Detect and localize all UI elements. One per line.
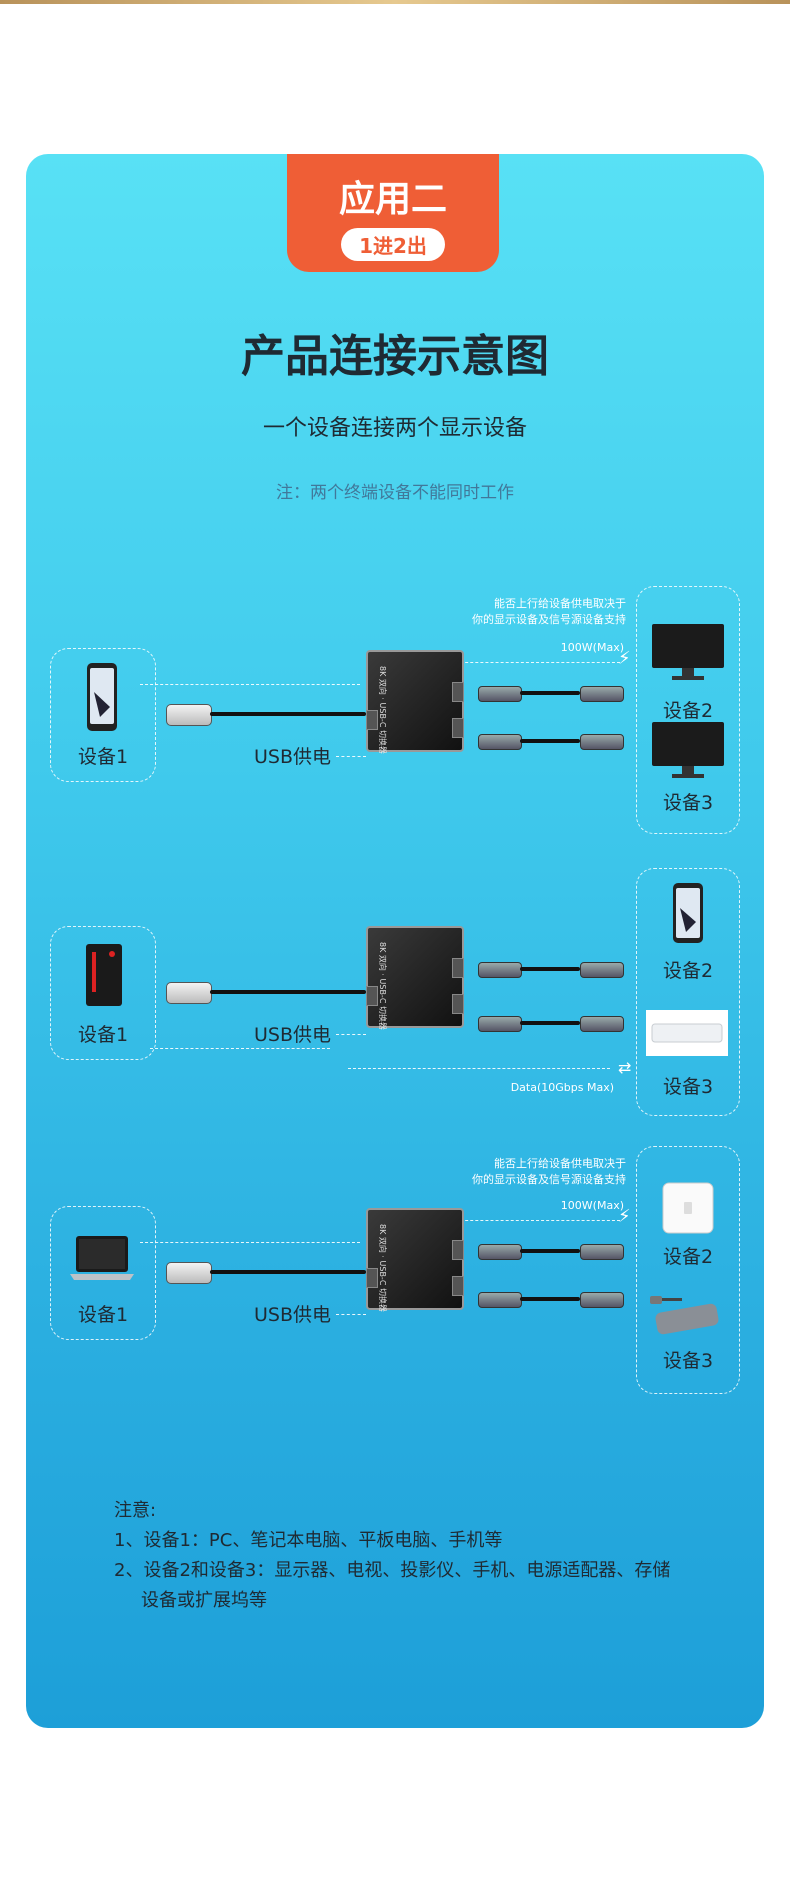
lightning-icon: ⚡ (618, 648, 631, 669)
output-jack-d (580, 734, 624, 750)
device3-label: 设备3 (662, 1350, 714, 1372)
output-jack-a (478, 1244, 522, 1260)
device1-box (50, 926, 156, 1060)
usb-power-label: USB供电 (254, 1304, 332, 1326)
output-cable-a (520, 1249, 580, 1253)
switch-hub: 8K 双向 · USB-C 切换器 (366, 650, 464, 754)
usb-cable (210, 712, 366, 716)
usb-power-label: USB供电 (254, 1024, 332, 1046)
pc-tower-icon (84, 942, 124, 1012)
device2-label: 设备2 (662, 700, 714, 722)
data-flow-arrow (348, 1068, 610, 1069)
application-tab: 应用二 1进2出 (287, 154, 499, 272)
phone-icon (86, 662, 118, 736)
output-jack-c (478, 734, 522, 750)
output-jack-d (580, 1292, 624, 1308)
power-flow-arrow (450, 662, 620, 663)
devices-2-3-box (636, 586, 740, 834)
devices-2-3-box (636, 868, 740, 1116)
storage-drive-icon (646, 1010, 728, 1060)
power-flow-arrow (450, 1220, 620, 1221)
device1-label: 设备1 (77, 1304, 129, 1326)
output-jack-b (580, 1244, 624, 1260)
device3-label: 设备3 (662, 792, 714, 814)
output-jack-b (580, 962, 624, 978)
usb-power-label: USB供电 (254, 746, 332, 768)
power-adapter-icon (662, 1182, 714, 1238)
power-note-line1: 能否上行给设备供电取决于 (494, 597, 626, 610)
switch-hub: 8K 双向 · USB-C 切换器 (366, 926, 464, 1030)
device2-label: 设备2 (662, 960, 714, 982)
usb-dock-icon (650, 1292, 724, 1340)
notes-item-2-cont: 设备或扩展坞等 (141, 1590, 267, 1611)
power-note-line2: 你的显示设备及信号源设备支持 (472, 1173, 626, 1186)
device1-box (50, 648, 156, 782)
page-subtitle: 一个设备连接两个显示设备 (262, 416, 527, 441)
notes-item-1: 1、设备1：PC、笔记本电脑、平板电脑、手机等 (114, 1530, 503, 1551)
output-jack-c (478, 1016, 522, 1032)
output-cable-b (520, 1021, 580, 1025)
usb-c-plug (166, 1262, 212, 1284)
output-cable-a (520, 691, 580, 695)
top-gold-line (0, 0, 790, 4)
devices-2-3-box (636, 1146, 740, 1394)
swap-arrows-icon: ⇄ (618, 1058, 632, 1077)
device1-box (50, 1206, 156, 1340)
output-jack-a (478, 962, 522, 978)
output-cable-b (520, 1297, 580, 1301)
device1-label: 设备1 (77, 746, 129, 768)
usb-power-line (336, 1034, 366, 1035)
power-note-line2: 你的显示设备及信号源设备支持 (472, 613, 626, 626)
output-jack-c (478, 1292, 522, 1308)
switch-hub: 8K 双向 · USB-C 切换器 (366, 1208, 464, 1312)
usb-power-line (336, 756, 366, 757)
power-note-line1: 能否上行给设备供电取决于 (494, 1157, 626, 1170)
device2-label: 设备2 (662, 1246, 714, 1268)
output-jack-d (580, 1016, 624, 1032)
power-rating: 100W(Max) (560, 641, 624, 654)
power-rating: 100W(Max) (560, 1199, 624, 1212)
notes-heading: 注意: (114, 1500, 157, 1521)
data-rate: Data(10Gbps Max) (510, 1081, 614, 1094)
device1-label: 设备1 (77, 1024, 129, 1046)
power-note: 能否上行给设备供电取决于 你的显示设备及信号源设备支持 (380, 1156, 626, 1188)
page-title: 产品连接示意图 (241, 331, 549, 382)
tab-pill: 1进2出 (341, 228, 445, 261)
output-jack-b (580, 686, 624, 702)
usb-c-plug (166, 704, 212, 726)
usb-c-plug (166, 982, 212, 1004)
output-cable-b (520, 739, 580, 743)
header-note: 注：两个终端设备不能同时工作 (276, 483, 514, 503)
output-jack-a (478, 686, 522, 702)
usb-cable (210, 990, 366, 994)
usb-power-line (336, 1314, 366, 1315)
laptop-icon (70, 1236, 134, 1286)
power-note: 能否上行给设备供电取决于 你的显示设备及信号源设备支持 (380, 596, 626, 628)
tab-title: 应用二 (338, 179, 447, 220)
monitor-icon (652, 722, 724, 784)
notes-item-2: 2、设备2和设备3：显示器、电视、投影仪、手机、电源适配器、存储 (114, 1560, 671, 1581)
device3-label: 设备3 (662, 1076, 714, 1098)
data-flow-arrow (150, 1048, 330, 1049)
usb-cable (210, 1270, 366, 1274)
monitor-icon (652, 624, 724, 686)
lightning-icon: ⚡ (618, 1206, 631, 1227)
data-flow-arrow (140, 684, 360, 685)
data-flow-arrow (140, 1242, 360, 1243)
notes-section: 注意: 1、设备1：PC、笔记本电脑、平板电脑、手机等 2、设备2和设备3：显示… (114, 1496, 670, 1616)
output-cable-a (520, 967, 580, 971)
phone-icon (672, 882, 704, 948)
